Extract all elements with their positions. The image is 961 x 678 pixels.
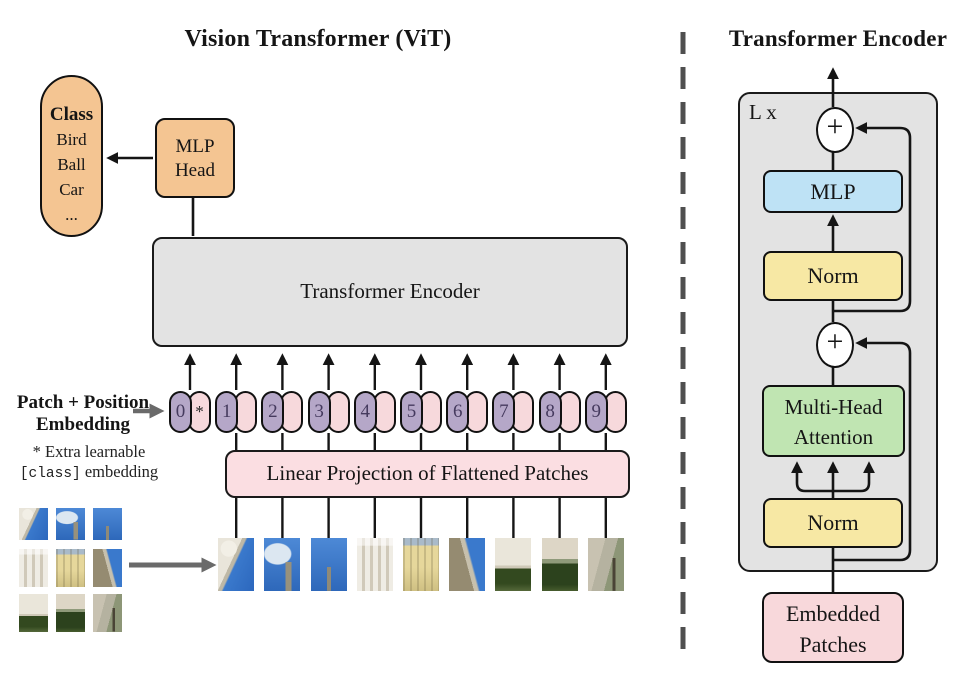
image-grid-patch-r1c2 — [56, 508, 85, 540]
token-pair-3: 3 — [307, 391, 350, 433]
class-item: ... — [65, 205, 78, 224]
footnote-line1: * Extra learnable — [32, 442, 146, 461]
image-grid-patch-r3c2 — [56, 594, 85, 632]
flattened-patch-5 — [403, 538, 439, 591]
class-heading: Class — [49, 104, 94, 125]
position-pill: 4 — [353, 391, 377, 433]
mlp-head-box: MLP Head — [155, 118, 235, 198]
flattened-patch-8 — [541, 538, 578, 591]
footnote-suffix: embedding — [84, 462, 159, 481]
token-pair-9: 9 — [584, 391, 627, 433]
flattened-patch-2 — [264, 538, 301, 591]
image-grid-patch-r3c3 — [93, 594, 122, 632]
encoder-detail-title: Transformer Encoder — [728, 26, 948, 51]
position-pill: 0 — [169, 391, 192, 433]
token-pair-2: 2 — [261, 391, 304, 433]
position-pill: 7 — [492, 391, 516, 433]
token-pair-6: 6 — [446, 391, 489, 433]
residual-add-bottom: + — [816, 322, 854, 368]
class-item: Car — [59, 180, 84, 199]
token-pair-4: 4 — [353, 391, 396, 433]
position-pill: 9 — [584, 391, 608, 433]
flattened-patch-9 — [587, 538, 624, 591]
class-token-code: [class] — [19, 466, 81, 482]
token-pair-7: 7 — [492, 391, 535, 433]
embedded-line1: Embedded — [785, 601, 881, 626]
class-token-footnote: * Extra learnable [class] embedding — [6, 442, 172, 484]
norm-block-top: Norm — [763, 251, 903, 301]
multi-head-attention-block: Multi-Head Attention — [762, 385, 905, 457]
image-grid-patch-r2c3 — [93, 549, 122, 587]
image-grid-patch-r3c1 — [19, 594, 48, 632]
embedded-patches-box: Embedded Patches — [762, 592, 904, 663]
class-item: Bird — [56, 130, 87, 149]
token-pair-5: 5 — [400, 391, 442, 433]
image-grid-patch-r1c3 — [93, 508, 122, 540]
mha-line2: Attention — [793, 425, 874, 449]
mha-line1: Multi-Head — [784, 395, 883, 419]
token-pair-0: 0* — [169, 391, 211, 433]
mlp-block: MLP — [763, 170, 903, 213]
flattened-patch-3 — [310, 538, 347, 591]
patch-position-line2: Embedding — [36, 414, 130, 435]
class-item: Ball — [57, 155, 86, 174]
mlp-head-line1: MLP — [175, 136, 215, 157]
position-pill: 3 — [307, 391, 331, 433]
norm-block-bottom: Norm — [763, 498, 903, 548]
embedded-line2: Patches — [799, 632, 867, 657]
transformer-encoder-box: Transformer Encoder — [152, 237, 628, 347]
linear-projection-box: Linear Projection of Flattened Patches — [225, 450, 630, 498]
footnote-line2: [class] embedding — [6, 462, 172, 484]
position-pill: 2 — [261, 391, 285, 433]
position-pill: 6 — [446, 391, 470, 433]
patch-position-label: Patch + Position Embedding — [0, 392, 166, 436]
vit-title: Vision Transformer (ViT) — [184, 26, 452, 52]
flattened-patch-7 — [495, 538, 532, 591]
layer-count-label: L x — [749, 100, 777, 124]
residual-add-top: + — [816, 107, 854, 153]
flattened-patch-1 — [218, 538, 255, 591]
flattened-patch-6 — [449, 538, 486, 591]
image-grid-patch-r2c2 — [56, 549, 85, 587]
token-pair-1: 1 — [215, 391, 258, 433]
mlp-head-line2: Head — [174, 160, 216, 181]
image-grid-patch-r2c1 — [19, 549, 48, 587]
flattened-patch-4 — [356, 538, 393, 591]
token-pair-8: 8 — [538, 391, 581, 433]
position-pill: 5 — [400, 391, 423, 433]
position-pill: 8 — [538, 391, 562, 433]
position-pill: 1 — [215, 391, 239, 433]
patch-position-line1: Patch + Position — [16, 392, 150, 413]
image-grid-patch-r1c1 — [19, 508, 48, 540]
